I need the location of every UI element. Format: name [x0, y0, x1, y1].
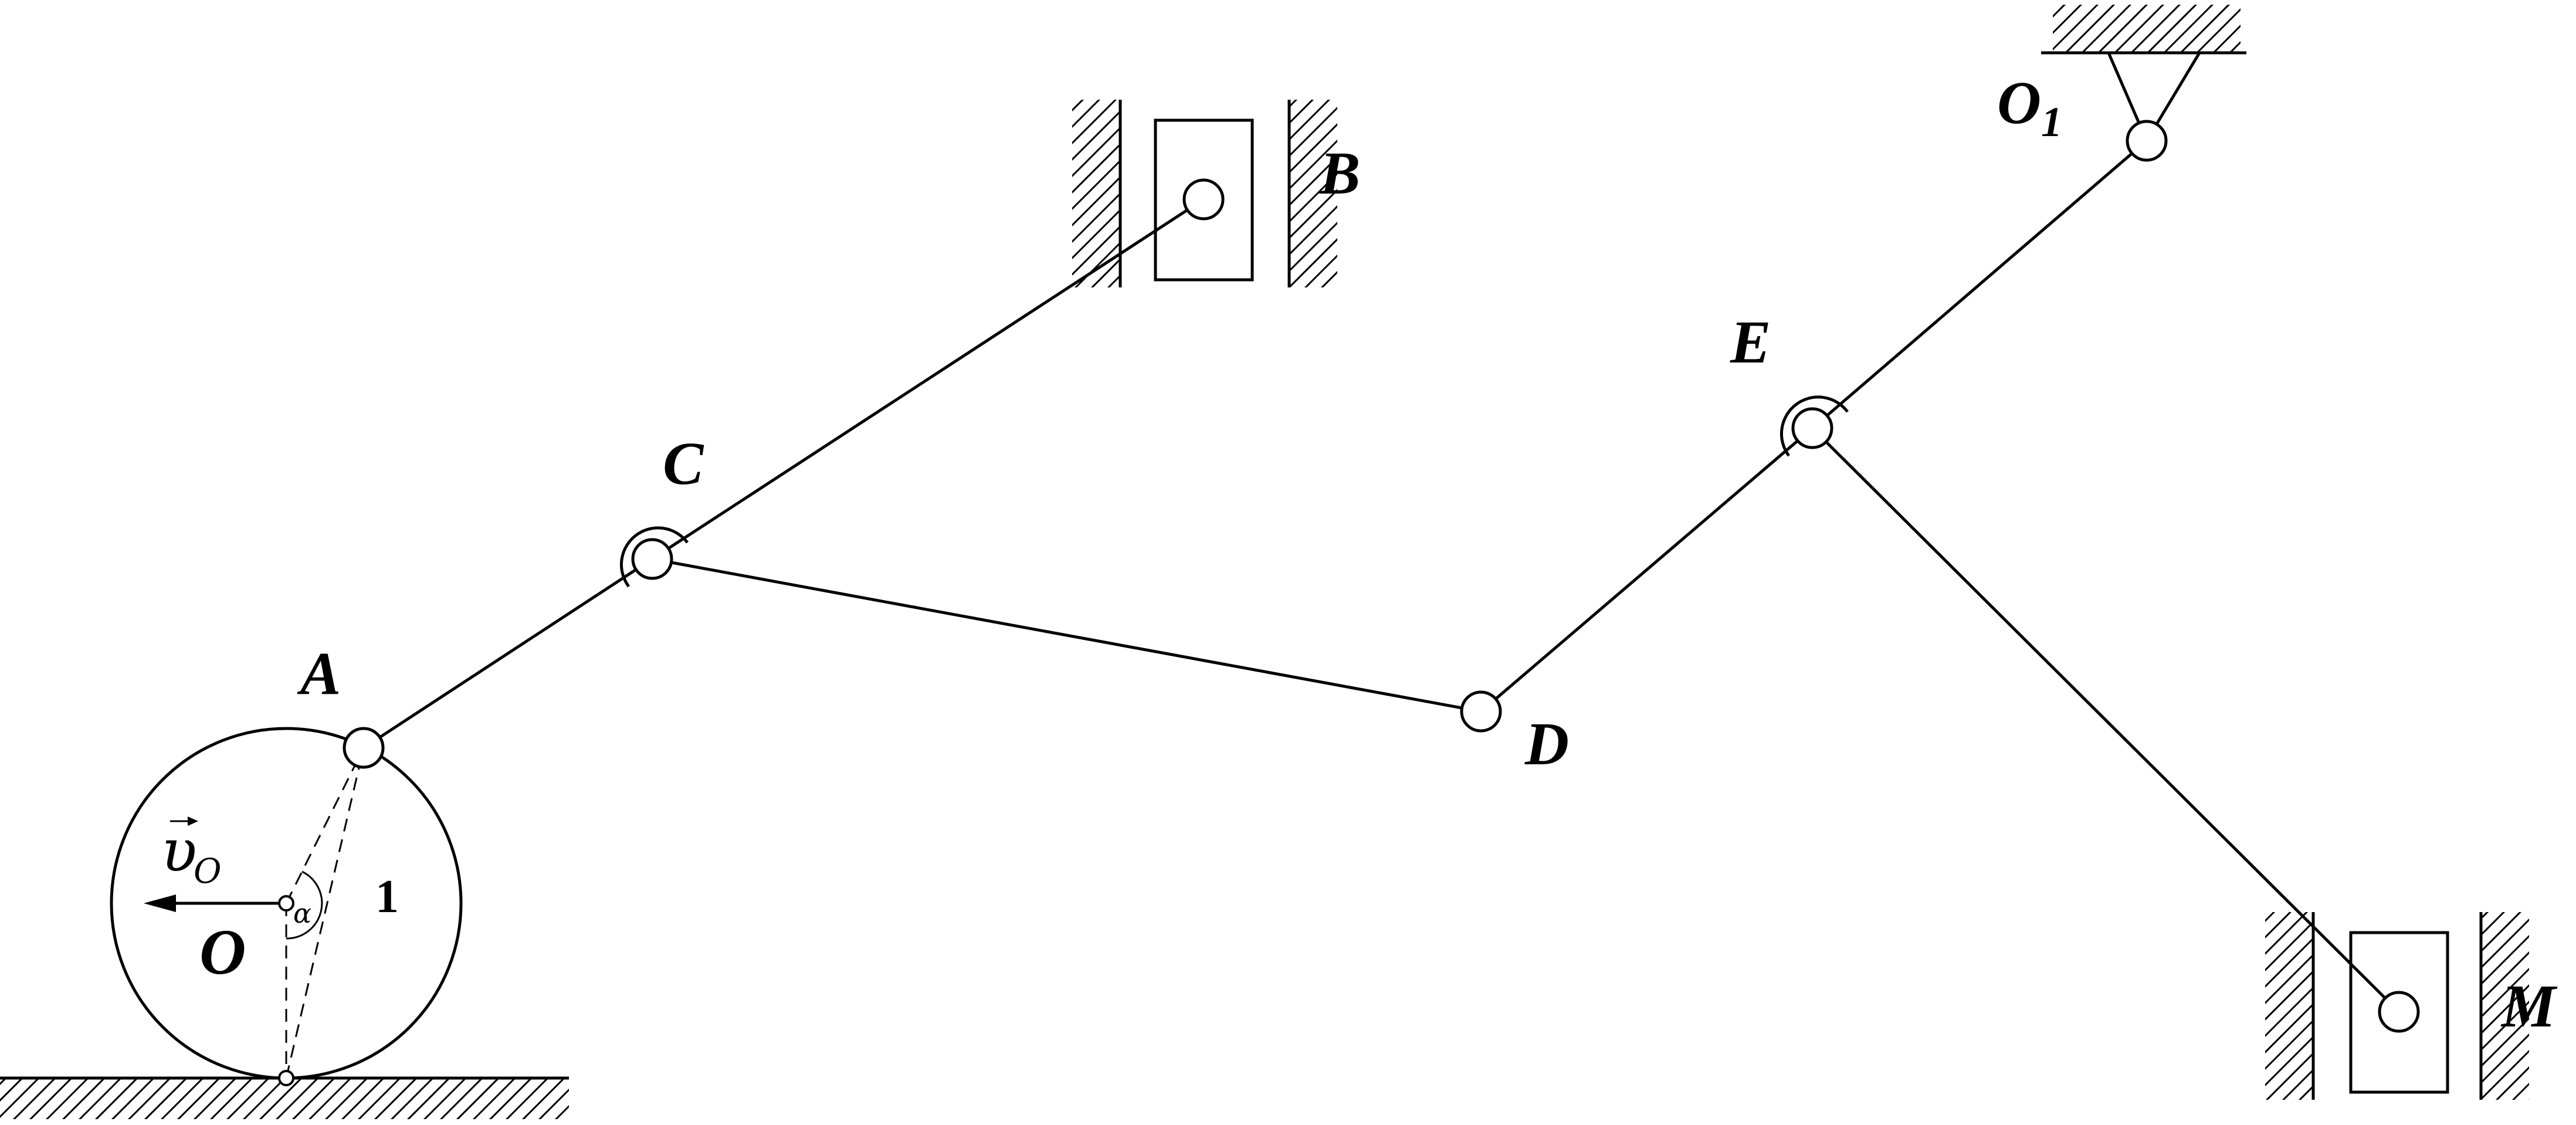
wheel-radius-o-a [285, 747, 365, 904]
label-b: B [1319, 140, 1360, 207]
slider-b [1154, 118, 1254, 282]
label-d: D [1524, 710, 1569, 778]
links [362, 140, 2400, 1013]
link-a-c [362, 557, 653, 750]
pin-e [1791, 407, 1833, 449]
pin-d [1460, 690, 1502, 733]
hinge-e-housing [1780, 395, 1849, 457]
guide-m [2265, 912, 2529, 1100]
label-o1: O1 [1997, 69, 2062, 145]
hinge-c-housing [620, 526, 689, 588]
velocity-arrow [144, 894, 278, 912]
velocity-subscript: O [194, 851, 222, 891]
label-c: C [663, 430, 704, 497]
pin-o1 [2126, 120, 2168, 162]
pin-c [631, 538, 673, 580]
angle-alpha-arc [286, 870, 323, 940]
link-c-b [651, 198, 1205, 561]
label-a: A [297, 640, 341, 707]
wheel-1 [110, 727, 463, 1086]
velocity-label: υ O [161, 816, 222, 891]
label-wheel-number: 1 [375, 871, 399, 923]
link-c-d [652, 557, 1482, 713]
slider-m [2349, 931, 2449, 1094]
link-e-m [1811, 427, 2400, 1013]
label-o1-sub: 1 [2041, 99, 2062, 145]
pin-a [343, 727, 385, 769]
label-o1-main: O [1997, 69, 2041, 137]
wheel-center-pin [278, 895, 294, 911]
link-d-e [1480, 427, 1814, 713]
link-e-o1 [1811, 140, 2148, 429]
guide-b [1072, 100, 1337, 287]
label-angle-alpha: α [293, 897, 311, 929]
velocity-symbol: υ [161, 816, 197, 885]
contact-point-pin [278, 1070, 294, 1086]
hinges [343, 120, 2420, 1033]
label-o: O [199, 916, 246, 988]
pin-b [1182, 178, 1225, 221]
fixed-support-o1 [2041, 5, 2246, 144]
pin-m [2378, 991, 2420, 1033]
wheel-chord-contact-a [285, 747, 365, 1079]
label-m: M [2500, 972, 2558, 1040]
label-e: E [1730, 309, 1771, 376]
